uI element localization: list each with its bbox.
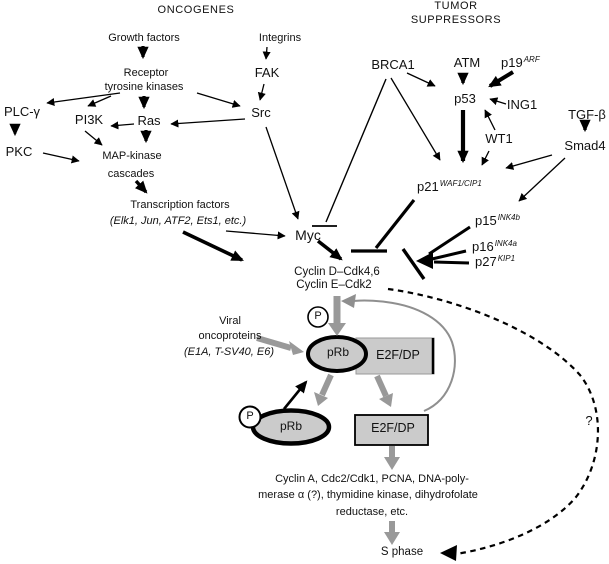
node-smad4: Smad4: [564, 138, 606, 153]
node-ing1: ING1: [506, 97, 538, 112]
node-cyclin-d-cdk46: Cyclin D–Cdk4,6: [294, 266, 380, 278]
edge-rtk-src: [196, 92, 241, 108]
node-src: Src: [251, 105, 271, 120]
node-viral-line1: Viral: [219, 315, 241, 327]
thin-arrows: [42, 46, 566, 240]
edge-ras-pi3k: [110, 121, 135, 130]
edge-complex-to-phospho-prb-head: [314, 392, 328, 406]
edge-myc-cyclins: [316, 239, 343, 261]
node-viral-line3: (E1A, T-SV40, E6): [183, 346, 275, 358]
edge-src-ras: [170, 118, 246, 128]
node-prb-lower: pRb: [279, 419, 303, 433]
edge-pkc-mapk: [42, 152, 80, 164]
edge-complex-to-free-e2f: [374, 374, 389, 398]
edge-complex-to-free-e2f-head: [379, 393, 393, 407]
prb-upper-ellipse: [306, 335, 368, 373]
node-plc-gamma: PLC-γ: [3, 104, 41, 119]
node-sphase-genes-line3: reductase, etc.: [335, 506, 409, 518]
node-p27: p27KIP1: [475, 254, 516, 269]
edge-p16-inhibit-cyclins: [431, 249, 467, 261]
heading-tumor-suppressors-line2: SUPPRESSORS: [410, 14, 502, 26]
node-mapk-line1: MAP-kinase: [102, 150, 162, 162]
node-e2f-dp-lower: E2F/DP: [371, 421, 415, 435]
edge-rtk-plc: [46, 92, 121, 107]
edge-cyclins-phosphorylate-prb-head: [328, 323, 346, 336]
bold-arrows: [9, 46, 591, 410]
inhibition-connectors: [312, 78, 471, 280]
edge-ing1-p53: [489, 97, 507, 106]
node-p16: p16INK4a: [472, 239, 517, 254]
node-tgf-beta: TGF-β: [568, 107, 606, 122]
node-fak: FAK: [254, 65, 280, 80]
edge-fak-src: [257, 83, 266, 101]
node-receptor-line2: tyrosine kinases: [104, 81, 184, 93]
node-transcription-factors-genes: (Elk1, Jun, ATF2, Ets1, etc.): [109, 215, 247, 227]
edge-cyclins-dashed-sphase: [387, 287, 599, 556]
edge-smad4-p15: [518, 157, 566, 202]
node-receptor-line1: Receptor: [123, 67, 169, 79]
edge-brca1-p53: [406, 72, 436, 87]
node-cyclin-e-cdk2: Cyclin E–Cdk2: [296, 279, 372, 291]
node-s-phase: S phase: [380, 546, 424, 558]
edge-mapk-tf: [134, 179, 148, 194]
node-atm: ATM: [453, 55, 481, 70]
node-p19arf: p19ARF: [501, 55, 540, 70]
node-mapk-line2: cascades: [107, 168, 155, 180]
node-sphase-genes-line1: Cyclin A, Cdc2/Cdk1, PCNA, DNA-poly-: [275, 473, 469, 485]
edge-p21-inhibit-cyclins: [374, 199, 416, 249]
node-pi3k: PI3K: [74, 112, 104, 127]
node-ras: Ras: [137, 113, 161, 128]
edge-integrins-fak: [262, 46, 271, 60]
edge-e2f-feedback-cyclins: [347, 299, 456, 412]
node-p53: p53: [454, 91, 476, 106]
heading-tumor-suppressors-line1: TUMOR: [434, 0, 478, 12]
node-p21: p21WAF1/CIP1: [417, 179, 482, 194]
node-p15: p15INK4b: [475, 213, 520, 228]
node-e2f-dp-upper: E2F/DP: [376, 348, 420, 362]
edge-e2f-to-genes-head: [384, 457, 400, 470]
edge-p27-inhibit-cyclins: [433, 260, 470, 265]
node-viral-line2: oncoproteins: [198, 330, 262, 342]
edge-brca1-inhibit-myc: [325, 78, 387, 223]
edge-rtk-pi3k: [87, 95, 112, 107]
edge-e2f-feedback-arrowhead: [341, 294, 356, 308]
node-pkc: PKC: [5, 144, 33, 159]
edge-tf-myc: [225, 230, 286, 240]
phosphate-label-upper: P: [314, 310, 322, 322]
edge-viral-oncoproteins-to-prb: [256, 335, 292, 351]
edge-complex-to-phospho-prb: [319, 373, 334, 397]
edge-viral-oncoproteins-to-prb-head: [289, 341, 304, 355]
node-transcription-factors: Transcription factors: [130, 199, 230, 211]
edge-cki-inhibit-bar: [401, 248, 426, 280]
edge-p19arf-p53: [488, 70, 515, 88]
edge-wt1-p53: [484, 109, 496, 131]
edge-phospho-prb-to-complex: [282, 380, 308, 410]
edge-cyclins-dashed-sphase-head: [440, 545, 457, 561]
edge-tf-cyclins: [182, 230, 244, 262]
node-wt1: WT1: [485, 131, 513, 146]
edge-cki-arrowhead: [416, 252, 433, 269]
node-integrins: Integrins: [258, 32, 302, 44]
edge-genes-to-sphase-head: [384, 532, 400, 545]
edge-pi3k-mapk: [84, 130, 103, 146]
heading-oncogenes: ONCOGENES: [157, 4, 235, 16]
phosphate-circle-lower: [238, 405, 262, 429]
edge-src-myc: [265, 126, 300, 220]
gray-arrows: [256, 296, 400, 545]
edge-smad4-p21: [505, 154, 553, 170]
edge-brca1-p21: [390, 77, 441, 161]
edge-wt1-p21: [481, 150, 490, 166]
uncertainty-question-mark: ?: [585, 413, 593, 428]
node-myc: Myc: [295, 227, 321, 243]
node-brca1: BRCA1: [371, 57, 415, 72]
phosphate-circle-upper: [307, 306, 329, 328]
node-growth-factors: Growth factors: [108, 32, 180, 44]
phosphate-label-lower: P: [246, 410, 254, 422]
edge-p15-inhibit-cyclins: [428, 225, 471, 256]
node-prb-upper: pRb: [326, 345, 350, 359]
node-sphase-genes-line2: merase α (?), thymidine kinase, dihydrof…: [258, 489, 478, 501]
e2f-dp-lower-box: [354, 414, 429, 446]
